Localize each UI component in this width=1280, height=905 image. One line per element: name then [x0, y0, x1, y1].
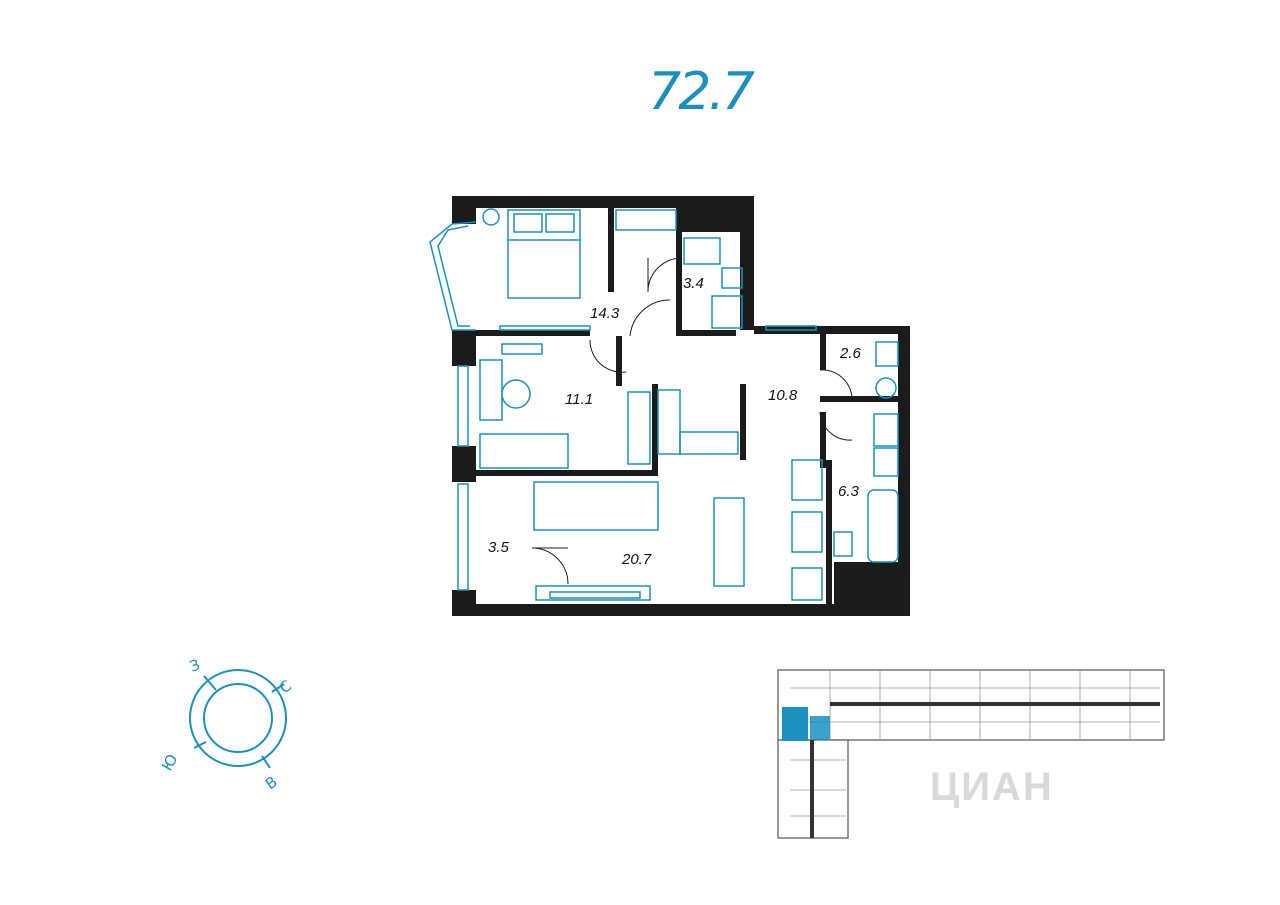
compass [189, 669, 287, 769]
toilet-icon [721, 267, 743, 289]
room-area-label: 20.7 [621, 551, 652, 568]
furniture [479, 208, 899, 601]
building-keyplan [777, 669, 1165, 839]
stove-icon [791, 459, 823, 501]
bathtub-icon [867, 489, 899, 563]
sink-icon [791, 567, 823, 601]
tv-stand-icon [535, 585, 651, 601]
dining-table-icon [713, 497, 745, 587]
compass-outer-ring [189, 669, 287, 767]
bay-window [429, 221, 477, 331]
bookshelf-icon [501, 343, 543, 355]
interior-walls [476, 208, 898, 604]
outer-walls [452, 196, 910, 616]
room-area-label: 10.8 [768, 387, 798, 404]
toilet-2-icon [833, 531, 853, 557]
floor-plan: 14.3 3.4 11.1 10.8 2.6 6.3 3.5 20.7 [429, 196, 910, 616]
single-bed-icon [479, 433, 569, 469]
shower-icon [711, 295, 743, 329]
wardrobe-icon [615, 209, 677, 231]
room-area-label: 3.5 [488, 539, 510, 556]
room-area-label: 14.3 [590, 305, 620, 322]
total-area-label: 72.7 [648, 62, 755, 122]
room-area-label: 11.1 [565, 391, 593, 408]
chair-icon [501, 379, 531, 409]
plant-icon [482, 208, 500, 226]
compass-west: З [187, 656, 202, 676]
double-bed-icon [507, 209, 581, 299]
compass-south: Ю [158, 751, 182, 774]
windows [457, 325, 817, 599]
door-swings [531, 257, 853, 585]
room-labels: 14.3 3.4 11.1 10.8 2.6 6.3 3.5 20.7 [488, 275, 862, 568]
highlighted-unit [782, 707, 808, 741]
desk-icon [479, 359, 503, 421]
sofa-icon [533, 481, 659, 531]
room-area-label: 6.3 [838, 483, 860, 500]
compass-inner-ring [203, 683, 273, 753]
washing-machine-icon [875, 377, 897, 399]
wardrobe-2-icon [627, 391, 651, 465]
room-area-label: 2.6 [839, 345, 862, 362]
compass-east: В [262, 773, 281, 794]
watermark-logo: ЦИАН [930, 765, 1054, 809]
room-area-label: 3.4 [683, 275, 704, 292]
